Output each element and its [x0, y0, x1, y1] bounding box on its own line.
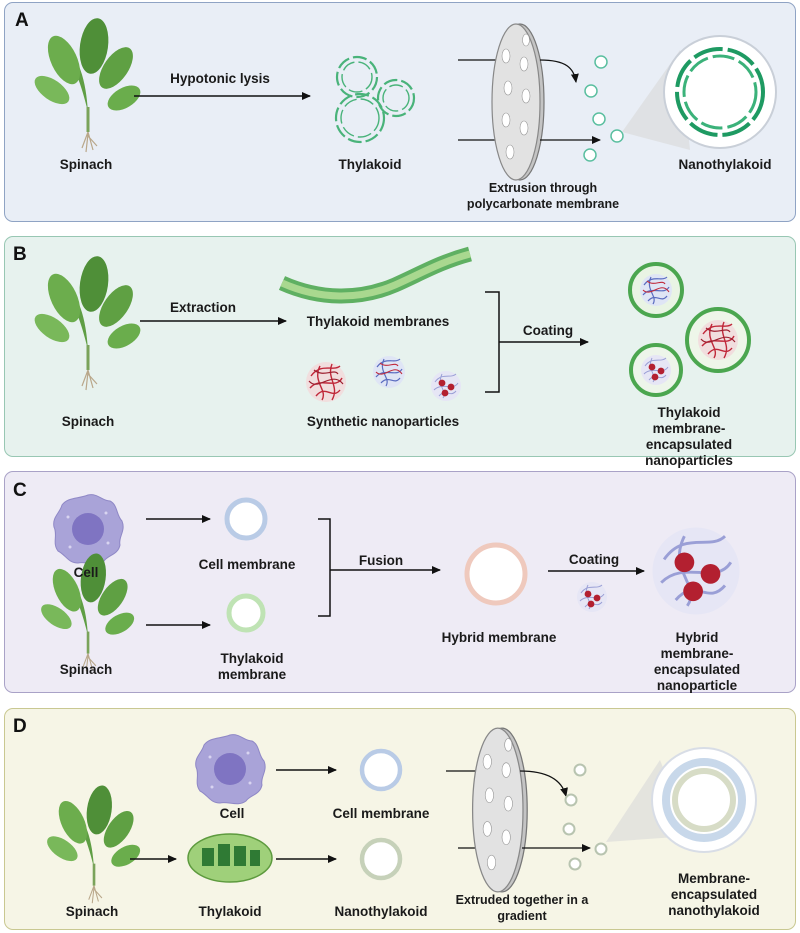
polycarbonate-membrane-icon — [491, 23, 545, 181]
nanothylakoid-zoom-icon — [663, 35, 777, 149]
extraction-label: Extraction — [169, 300, 237, 315]
panel-a-letter: A — [15, 10, 29, 31]
thylakoid-membrane-icon — [226, 593, 266, 633]
polycarbonate-membrane-icon — [471, 727, 528, 893]
spinach-label: Spinach — [61, 414, 115, 429]
coating-label: Coating — [522, 323, 574, 338]
cell-icon — [195, 734, 266, 805]
thylakoid-label: Thylakoid — [198, 904, 262, 919]
spinach-label: Spinach — [59, 157, 113, 172]
hypotonic-lysis-label: Hypotonic lysis — [170, 71, 270, 86]
panel-d-letter: D — [13, 716, 27, 737]
cell-membrane-icon — [359, 748, 403, 792]
coated-nanoparticles-icon — [628, 262, 751, 397]
nanothylakoid-label: Nanothylakoid — [334, 904, 428, 919]
hybrid-membrane-label: Hybrid membrane — [441, 630, 557, 645]
cell-label: Cell — [219, 806, 245, 821]
nanovesicles-icon — [562, 763, 608, 871]
hybrid-membrane-icon — [464, 542, 528, 606]
cell-label: Cell — [73, 565, 99, 580]
nanothylakoid-icon — [359, 837, 403, 881]
cell-icon — [53, 494, 124, 565]
cell-membrane-icon — [224, 497, 268, 541]
extruded-together-label: Extruded together in a gradient — [455, 893, 589, 923]
cell-membrane-label: Cell membrane — [198, 557, 296, 572]
thylakoid-membrane-encapsulated-label: Thylakoid membrane- encapsulated nanopar… — [645, 405, 733, 468]
synthetic-nanoparticles-label: Synthetic nanoparticles — [306, 414, 460, 429]
drug-nanoparticle-icon — [430, 370, 462, 402]
chloroplast-icon — [187, 833, 273, 883]
nanoparticle-icon — [576, 581, 608, 613]
thylakoid-membranes-label: Thylakoid membranes — [306, 314, 450, 329]
panel-b-letter: B — [13, 244, 27, 265]
thylakoid-vesicles-icon — [334, 55, 416, 144]
cell-membrane-label: Cell membrane — [332, 806, 430, 821]
blue-nanoparticle-icon — [372, 355, 406, 389]
thylakoid-label: Thylakoid — [338, 157, 402, 172]
spinach-label: Spinach — [59, 662, 113, 677]
nanothylakoid-label: Nanothylakoid — [678, 157, 772, 172]
spinach-icon — [28, 14, 147, 154]
spinach-icon — [41, 782, 146, 905]
coating-label: Coating — [568, 552, 620, 567]
membrane-encapsulated-nanothylakoid-label: Membrane- encapsulated nanothylakoid — [668, 871, 760, 918]
hybrid-encapsulated-nanoparticle-icon — [651, 526, 741, 616]
thylakoid-membrane-label: Thylakoid membrane — [217, 651, 287, 682]
hybrid-encapsulated-nanoparticle-label: Hybrid membrane- encapsulated nanopartic… — [653, 630, 741, 693]
panel-c-letter: C — [13, 480, 27, 501]
fusion-label: Fusion — [358, 553, 404, 568]
nanovesicles-icon — [583, 55, 624, 162]
red-nanoparticle-icon — [305, 361, 347, 403]
spinach-label: Spinach — [65, 904, 119, 919]
membrane-encapsulated-nanothylakoid-icon — [651, 747, 757, 853]
spinach-icon — [28, 252, 147, 392]
extrusion-label: Extrusion through polycarbonate membrane — [466, 181, 620, 211]
